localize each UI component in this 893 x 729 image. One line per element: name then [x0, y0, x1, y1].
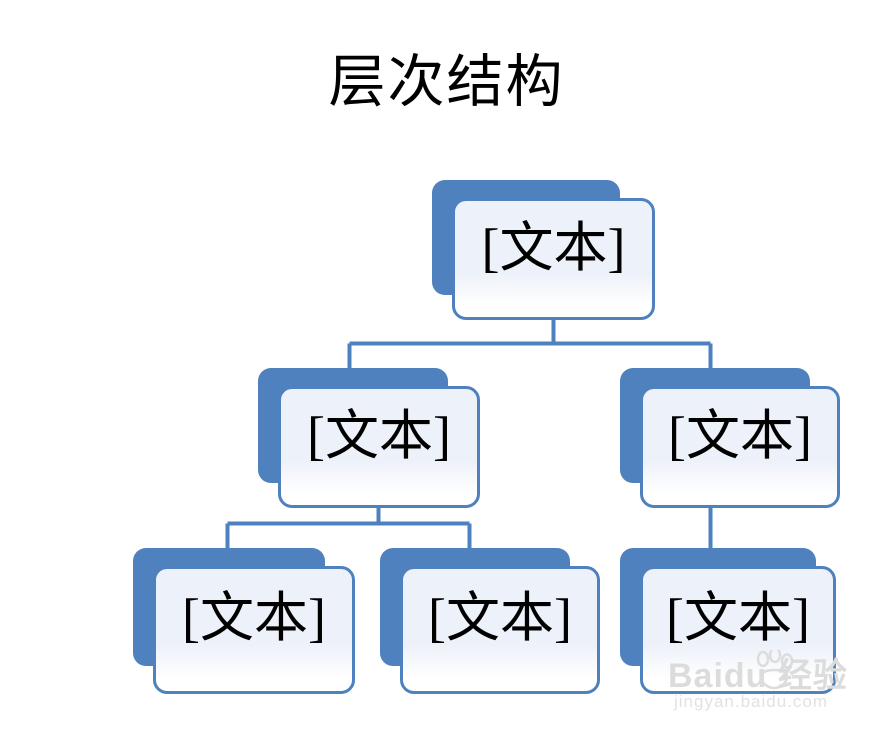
node-card[interactable]: [文本] — [400, 566, 600, 694]
node-l3-c[interactable]: [文本] — [620, 548, 836, 694]
page-title: 层次结构 — [328, 51, 565, 114]
node-label: [文本] — [666, 588, 810, 648]
node-l3-a[interactable]: [文本] — [133, 548, 355, 694]
node-l3-b[interactable]: [文本] — [380, 548, 600, 694]
node-label: [文本] — [182, 588, 326, 648]
node-label: [文本] — [481, 218, 626, 278]
node-card[interactable]: [文本] — [640, 566, 836, 694]
node-card[interactable]: [文本] — [640, 386, 840, 508]
node-label: [文本] — [428, 588, 572, 648]
node-card[interactable]: [文本] — [278, 386, 480, 508]
node-root[interactable]: [文本] — [432, 180, 655, 320]
node-label: [文本] — [307, 406, 451, 466]
node-l2-left[interactable]: [文本] — [258, 368, 480, 508]
watermark-url-text: jingyan.baidu.com — [674, 692, 829, 711]
node-label: [文本] — [668, 406, 812, 466]
node-card[interactable]: [文本] — [153, 566, 355, 694]
node-card[interactable]: [文本] — [452, 198, 655, 320]
node-l2-right[interactable]: [文本] — [620, 368, 840, 508]
